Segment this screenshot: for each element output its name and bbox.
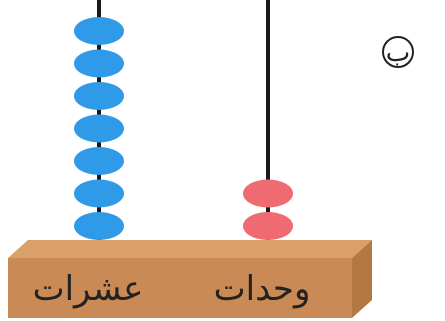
question-marker-circle: [382, 36, 414, 68]
tens-bead: [74, 82, 124, 110]
tens-bead: [74, 49, 124, 78]
abacus-base-front: [8, 258, 352, 318]
tens-bead: [74, 17, 124, 45]
abacus-base-top: [8, 240, 372, 258]
question-marker-letter: ب: [386, 38, 410, 68]
units-bead: [243, 212, 293, 240]
tens-bead: [74, 179, 124, 208]
units-bead: [243, 179, 293, 208]
units-label: وحدات: [214, 269, 311, 309]
tens-bead: [74, 147, 124, 175]
question-marker: ب: [382, 36, 414, 68]
tens-bead: [74, 212, 124, 240]
tens-bead: [74, 114, 124, 143]
tens-beads: [74, 17, 124, 240]
abacus-base: [8, 240, 372, 318]
tens-label: عشرات: [33, 269, 144, 309]
units-beads: [243, 179, 293, 240]
abacus-base-side: [352, 240, 372, 318]
